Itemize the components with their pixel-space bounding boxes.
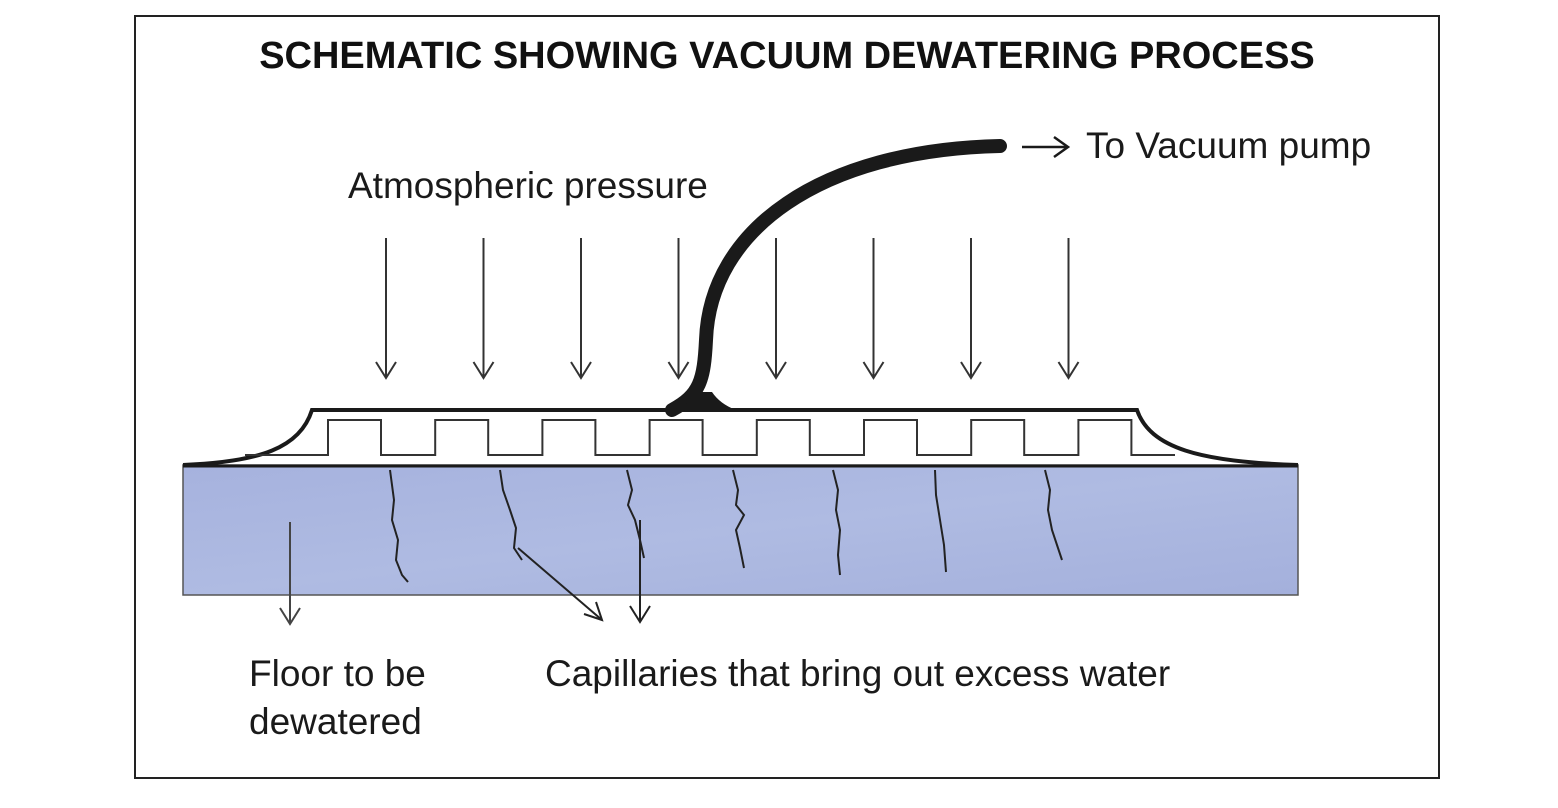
floor-arrow bbox=[279, 522, 301, 626]
pressure-arrow bbox=[862, 238, 885, 380]
concrete-slab bbox=[182, 464, 1299, 596]
capillary bbox=[732, 469, 746, 569]
pressure-arrow bbox=[570, 238, 592, 380]
pressure-arrow bbox=[667, 238, 690, 380]
diagram-title: SCHEMATIC SHOWING VACUUM DEWATERING PROC… bbox=[259, 35, 1315, 77]
atmospheric-pressure-label: Atmospheric pressure bbox=[348, 165, 708, 206]
capillaries-label: Capillaries that bring out excess water bbox=[545, 653, 1170, 694]
floor-label-line2: dewatered bbox=[249, 701, 422, 742]
diagram-frame bbox=[134, 15, 1440, 779]
pressure-arrow bbox=[960, 238, 982, 380]
capillary-arrow-diagonal bbox=[517, 547, 604, 622]
pressure-arrow bbox=[375, 238, 397, 380]
hose-connector bbox=[672, 392, 736, 410]
capillary bbox=[499, 469, 523, 561]
floor-label-line1: Floor to be bbox=[249, 653, 426, 694]
suction-hose bbox=[665, 139, 1007, 417]
filter-pad bbox=[245, 419, 1175, 456]
to-vacuum-pump-label: To Vacuum pump bbox=[1086, 125, 1371, 166]
capillary bbox=[1044, 469, 1063, 561]
capillary-arrow-vertical bbox=[629, 520, 651, 624]
capillary bbox=[832, 469, 842, 576]
capillary bbox=[934, 469, 947, 573]
pressure-arrow bbox=[765, 238, 787, 380]
capillary bbox=[389, 469, 409, 583]
atmospheric-pressure-arrows bbox=[375, 238, 1080, 380]
pressure-arrow bbox=[472, 238, 495, 380]
pressure-arrow bbox=[1057, 238, 1080, 380]
vacuum-mat-cover bbox=[182, 408, 1299, 467]
to-vacuum-pump-arrow bbox=[1022, 135, 1071, 159]
